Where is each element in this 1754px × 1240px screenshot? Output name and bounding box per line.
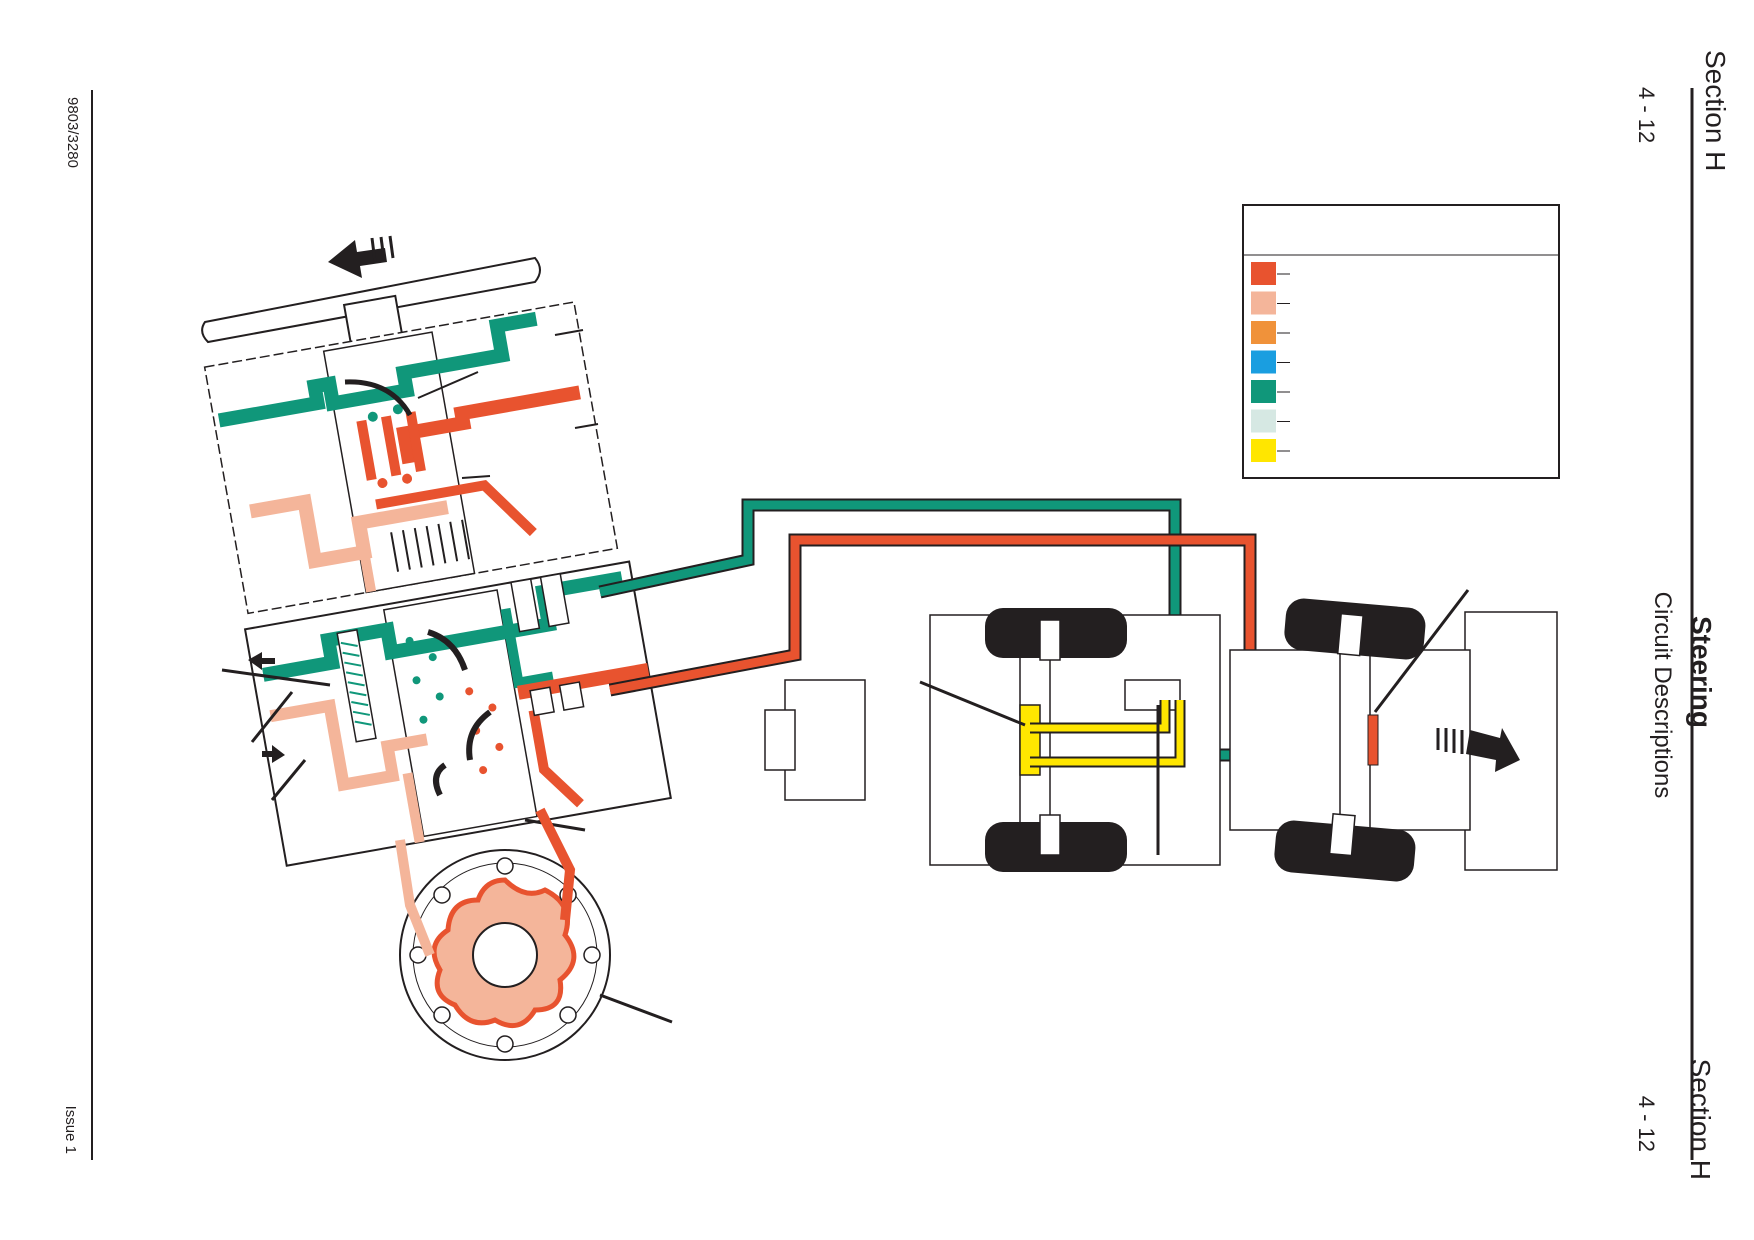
front-wheel-top xyxy=(1284,598,1426,660)
front-wheel-bottom xyxy=(1274,813,1416,882)
flow-arrow-curved-2 xyxy=(427,629,468,672)
legend-swatch xyxy=(1251,321,1276,344)
leader-line-6 xyxy=(524,818,586,832)
port-arrow-1 xyxy=(554,329,584,336)
leader-line-3 xyxy=(221,668,331,687)
direction-arrow-left xyxy=(328,235,395,278)
section-label-top: Section H xyxy=(1700,50,1731,172)
steering-valve-lower xyxy=(243,560,672,867)
legend-box xyxy=(1242,204,1560,479)
turn-direction-arrow xyxy=(1436,728,1520,772)
flow-arrow-curved-3 xyxy=(466,709,492,761)
rear-wheel-bottom xyxy=(985,814,1127,872)
rotor-hose-salmon xyxy=(395,839,435,957)
legend-swatch xyxy=(1251,380,1276,403)
issue-label: Issue 1 xyxy=(62,1105,79,1154)
port-arrow-right-1 xyxy=(262,745,285,763)
rear-axle xyxy=(919,639,1186,855)
page-number-bottom: 4 - 12 xyxy=(1634,1095,1659,1152)
legend-swatch xyxy=(1251,409,1276,433)
document-number: 9803/3280 xyxy=(64,97,81,168)
leader-line-7 xyxy=(599,993,673,1024)
page-number-top: 4 - 12 xyxy=(1634,87,1659,144)
leader-line-2 xyxy=(461,475,491,479)
legend-swatch xyxy=(1251,350,1276,374)
legend-swatches xyxy=(1251,262,1290,462)
rear-wheel-top xyxy=(985,608,1127,661)
front-axle xyxy=(1339,589,1470,841)
leader-line-4 xyxy=(250,691,294,743)
page-subtitle: Circuit Descriptions xyxy=(1649,591,1676,799)
leader-line-5 xyxy=(270,759,307,801)
leader-line-1 xyxy=(417,371,479,399)
flow-arrow-curved-4 xyxy=(433,762,447,797)
rotor-hose-red xyxy=(535,807,576,921)
section-label-bottom: Section H xyxy=(1685,1058,1716,1180)
page-title: Steering xyxy=(1686,615,1717,729)
metering-rotor xyxy=(399,849,611,1061)
port-arrow-left-1 xyxy=(248,652,275,670)
legend-swatch xyxy=(1251,262,1276,285)
port-arrow-2 xyxy=(574,423,599,429)
steering-valve-upper xyxy=(203,301,619,615)
legend-swatch xyxy=(1251,439,1276,462)
legend-swatch xyxy=(1251,291,1276,315)
flow-arrow-curved-1 xyxy=(344,379,413,417)
